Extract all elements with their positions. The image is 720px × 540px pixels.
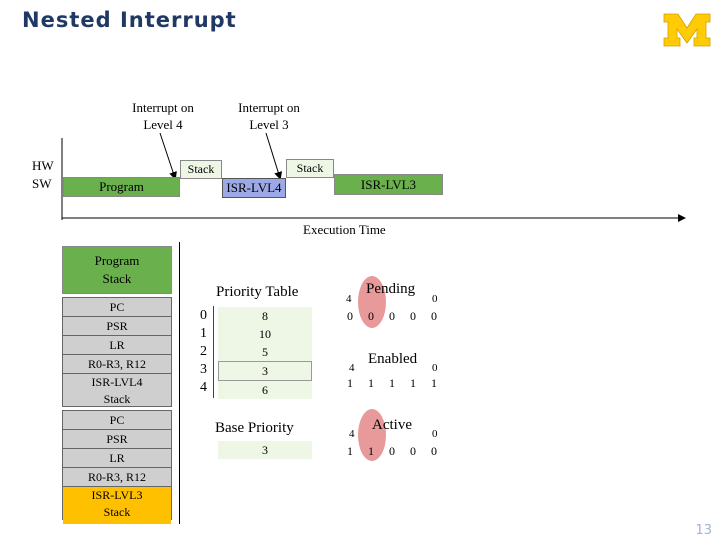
enabled-bit: 1 (347, 376, 353, 390)
stack-bar-1: Stack (180, 160, 222, 179)
priority-table-title: Priority Table (216, 284, 299, 300)
stack-entry-lr: LR (63, 449, 171, 468)
execution-time-label: Execution Time (303, 222, 386, 237)
priority-value: 8 (262, 309, 268, 323)
slide-number: 13 (695, 523, 712, 538)
active-bit: 1 (347, 444, 353, 458)
priority-value: 6 (262, 383, 268, 397)
priority-value: 3 (218, 361, 312, 381)
pending-bit: 0 (431, 309, 437, 323)
pending-bits: 0 0 0 0 0 (342, 309, 442, 324)
active-high-bit-label: 4 (349, 428, 355, 440)
pending-low-bit-label: 0 (432, 293, 438, 305)
isr-lvl3-bar: ISR-LVL3 (334, 174, 443, 195)
active-bit: 0 (389, 444, 395, 458)
stack-entry-lr: LR (63, 336, 171, 355)
pending-bit: 0 (368, 309, 374, 323)
slide-title: Nested Interrupt (22, 8, 237, 32)
base-priority-value: 3 (218, 441, 312, 459)
priority-index: 4 (200, 380, 207, 395)
priority-index: 2 (200, 344, 207, 359)
active-title: Active (372, 417, 412, 433)
isr-lvl3-stack-label: ISR-LVL3 Stack (63, 487, 171, 524)
stack-divider (179, 242, 180, 524)
interrupt-level4-arrow (159, 132, 177, 180)
active-low-bit-label: 0 (432, 428, 438, 440)
university-logo (663, 13, 711, 47)
priority-index: 0 (200, 308, 207, 323)
stack-entry-regs: R0-R3, R12 (63, 355, 171, 374)
priority-value: 5 (262, 345, 268, 359)
isr-lvl4-stack-frame: PC PSR LR R0-R3, R12 ISR-LVL4 Stack (62, 297, 172, 407)
active-bits: 1 1 0 0 0 (342, 444, 442, 459)
interrupt-level3-caption: Interrupt on Level 3 (238, 100, 300, 132)
sw-label: SW (32, 176, 52, 191)
enabled-bit: 1 (389, 376, 395, 390)
isr-lvl4-bar: ISR-LVL4 (222, 178, 286, 198)
hw-label: HW (32, 158, 54, 173)
stack-entry-pc: PC (63, 298, 171, 317)
priority-value: 10 (259, 327, 271, 341)
priority-index: 3 (200, 362, 207, 377)
enabled-bits: 1 1 1 1 1 (342, 376, 442, 391)
program-bar: Program (63, 177, 180, 197)
enabled-high-bit-label: 4 (349, 362, 355, 374)
active-bit: 0 (431, 444, 437, 458)
stack-entry-psr: PSR (63, 430, 171, 449)
pending-bit: 0 (347, 309, 353, 323)
pending-highlight (358, 276, 386, 328)
pending-bit: 0 (410, 309, 416, 323)
isr-lvl4-stack-label: ISR-LVL4 Stack (91, 375, 143, 406)
isr-lvl3-stack-frame: PC PSR LR R0-R3, R12 ISR-LVL3 Stack (62, 410, 172, 524)
enabled-title: Enabled (368, 351, 418, 367)
priority-index: 1 (200, 326, 207, 341)
stack-entry-pc: PC (63, 411, 171, 430)
stack-entry-psr: PSR (63, 317, 171, 336)
pending-title: Pending (366, 281, 416, 297)
priority-table-bracket (213, 306, 217, 398)
priority-table-values: 8 10 5 3 6 (218, 307, 312, 399)
enabled-bit: 1 (410, 376, 416, 390)
stack-entry-regs: R0-R3, R12 (63, 468, 171, 487)
stack-bar-2: Stack (286, 159, 334, 178)
interrupt-level4-caption: Interrupt on Level 4 (132, 100, 194, 132)
program-stack-header: Program Stack (62, 246, 172, 294)
base-priority-title: Base Priority (215, 420, 294, 436)
active-highlight (358, 409, 386, 461)
active-bit: 0 (410, 444, 416, 458)
priority-table-indices: 0 1 2 3 4 (200, 307, 214, 397)
enabled-low-bit-label: 0 (432, 362, 438, 374)
active-bit: 1 (368, 444, 374, 458)
enabled-bit: 1 (431, 376, 437, 390)
enabled-bit: 1 (368, 376, 374, 390)
interrupt-level3-arrow (265, 132, 283, 180)
pending-bit: 0 (389, 309, 395, 323)
pending-high-bit-label: 4 (346, 293, 352, 305)
